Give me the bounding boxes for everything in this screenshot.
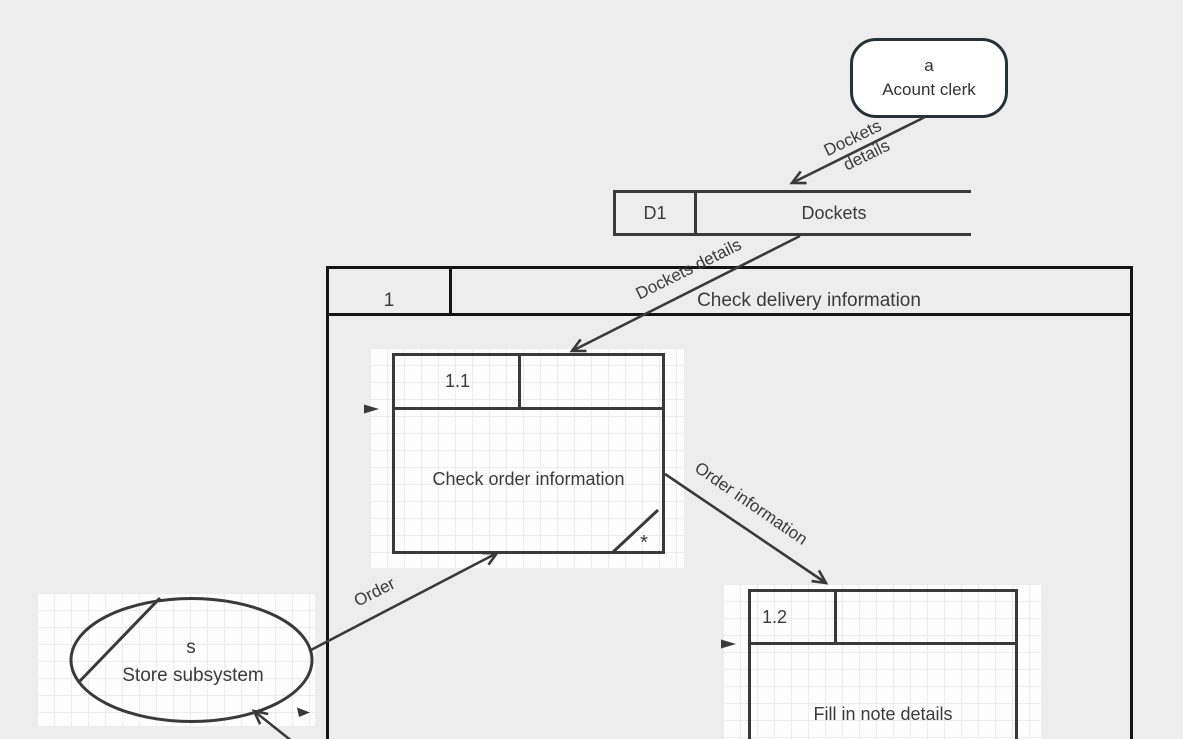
data-store-dockets: D1 Dockets [613, 190, 971, 236]
process-1-2-label: Fill in note details [813, 703, 953, 724]
process-1-2-header: 1.2 [751, 592, 1015, 645]
external-entity-account-clerk: a Acount clerk [850, 38, 1008, 118]
canvas-patch-store-subsystem [37, 593, 315, 726]
flow-clerk-to-store-label-line1: Dockets [821, 116, 885, 160]
flow-clerk-to-store-label-line2: details [840, 136, 892, 175]
process-1-1-label: Check order information [432, 468, 625, 489]
process-1-1-id: 1.1 [395, 356, 521, 407]
process-1-2: 1.2 Fill in note details [748, 589, 1018, 739]
entity-id: a [924, 56, 934, 75]
process-1-1-header: 1.1 [395, 356, 662, 410]
entity-label: Acount clerk [882, 80, 976, 99]
process-1-title: Check delivery information [697, 290, 921, 311]
flow-clerk-to-store [789, 115, 926, 185]
canvas-patch-fill-note [723, 584, 1041, 739]
process-1-id: 1 [329, 269, 452, 313]
canvas-patch-check-order [370, 348, 684, 568]
process-1-2-id: 1.2 [751, 592, 837, 642]
data-store-id: D1 [616, 193, 697, 233]
data-store-label: Dockets [801, 202, 867, 223]
process-1-header: 1 Check delivery information [329, 269, 1130, 316]
process-1-1: 1.1 Check order information [392, 353, 665, 554]
